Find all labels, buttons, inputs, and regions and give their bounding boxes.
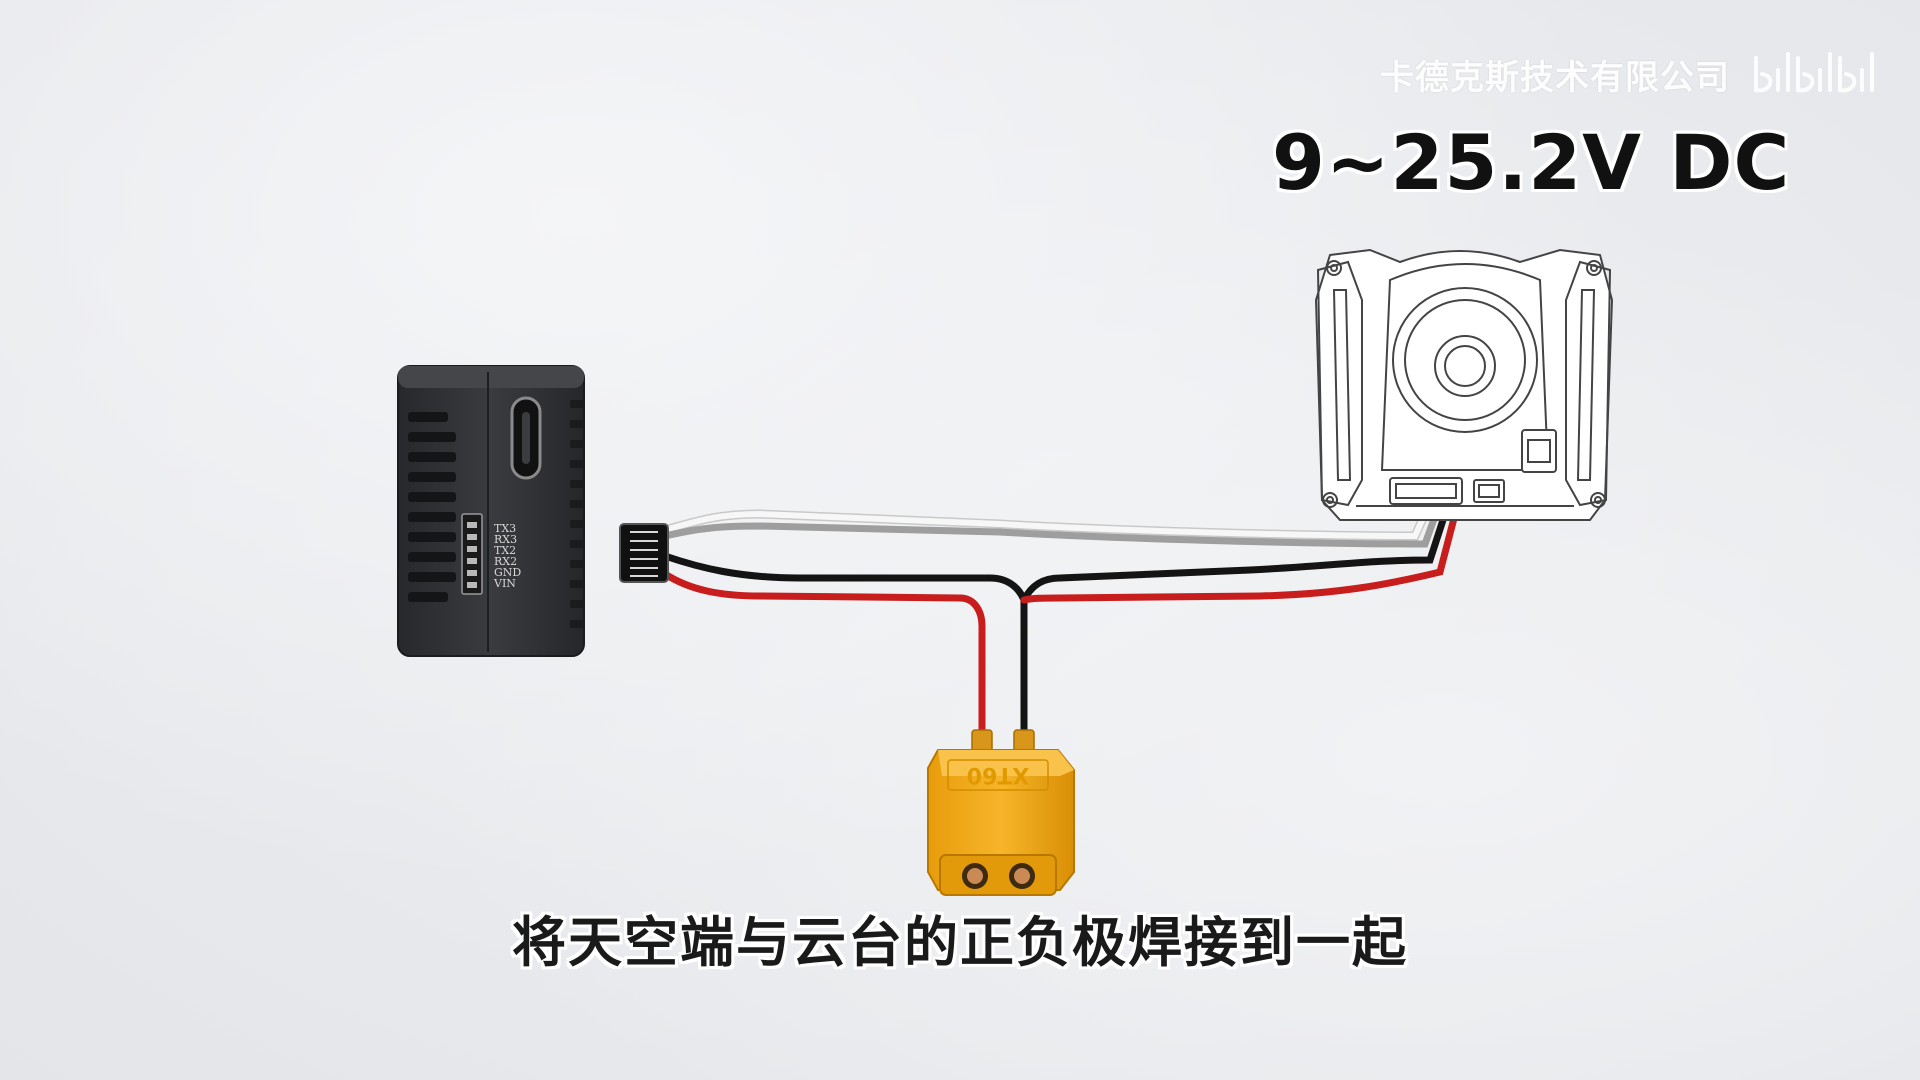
pin-label-rx3: RX3 <box>494 533 517 546</box>
pin-label-gnd: GND <box>494 566 521 579</box>
video-subtitle: 将天空端与云台的正负极焊接到一起 <box>512 911 1408 974</box>
uart-pin-header <box>461 513 483 595</box>
cable-plug <box>619 523 669 583</box>
xt60-label: XT60 <box>967 762 1030 787</box>
pin-label-tx3: TX3 <box>494 522 516 535</box>
voltage-label: 9~25.2V DC <box>1272 118 1791 207</box>
pin-label-tx2: TX2 <box>494 544 516 557</box>
pin-label-vin: VIN <box>493 577 516 590</box>
pin-label-rx2: RX2 <box>494 555 517 568</box>
heat-sink-fins <box>408 412 456 602</box>
xt60-connector: XT60 <box>927 729 1075 896</box>
company-watermark: 卡德克斯技术有限公司 <box>1380 58 1730 98</box>
bilibili-logo-icon <box>1754 52 1874 93</box>
negative-wire <box>661 476 1460 744</box>
signal-wire-gray <box>661 476 1452 548</box>
usb-c-port-icon <box>510 396 542 480</box>
air-unit-module: TX3 RX3 TX2 RX2 GND VIN <box>397 365 585 657</box>
positive-wire <box>661 476 1468 744</box>
gimbal-outline <box>1314 248 1614 521</box>
pin-labels: TX3 RX3 TX2 RX2 GND VIN <box>493 522 521 590</box>
signal-wire-white <box>660 475 1445 541</box>
